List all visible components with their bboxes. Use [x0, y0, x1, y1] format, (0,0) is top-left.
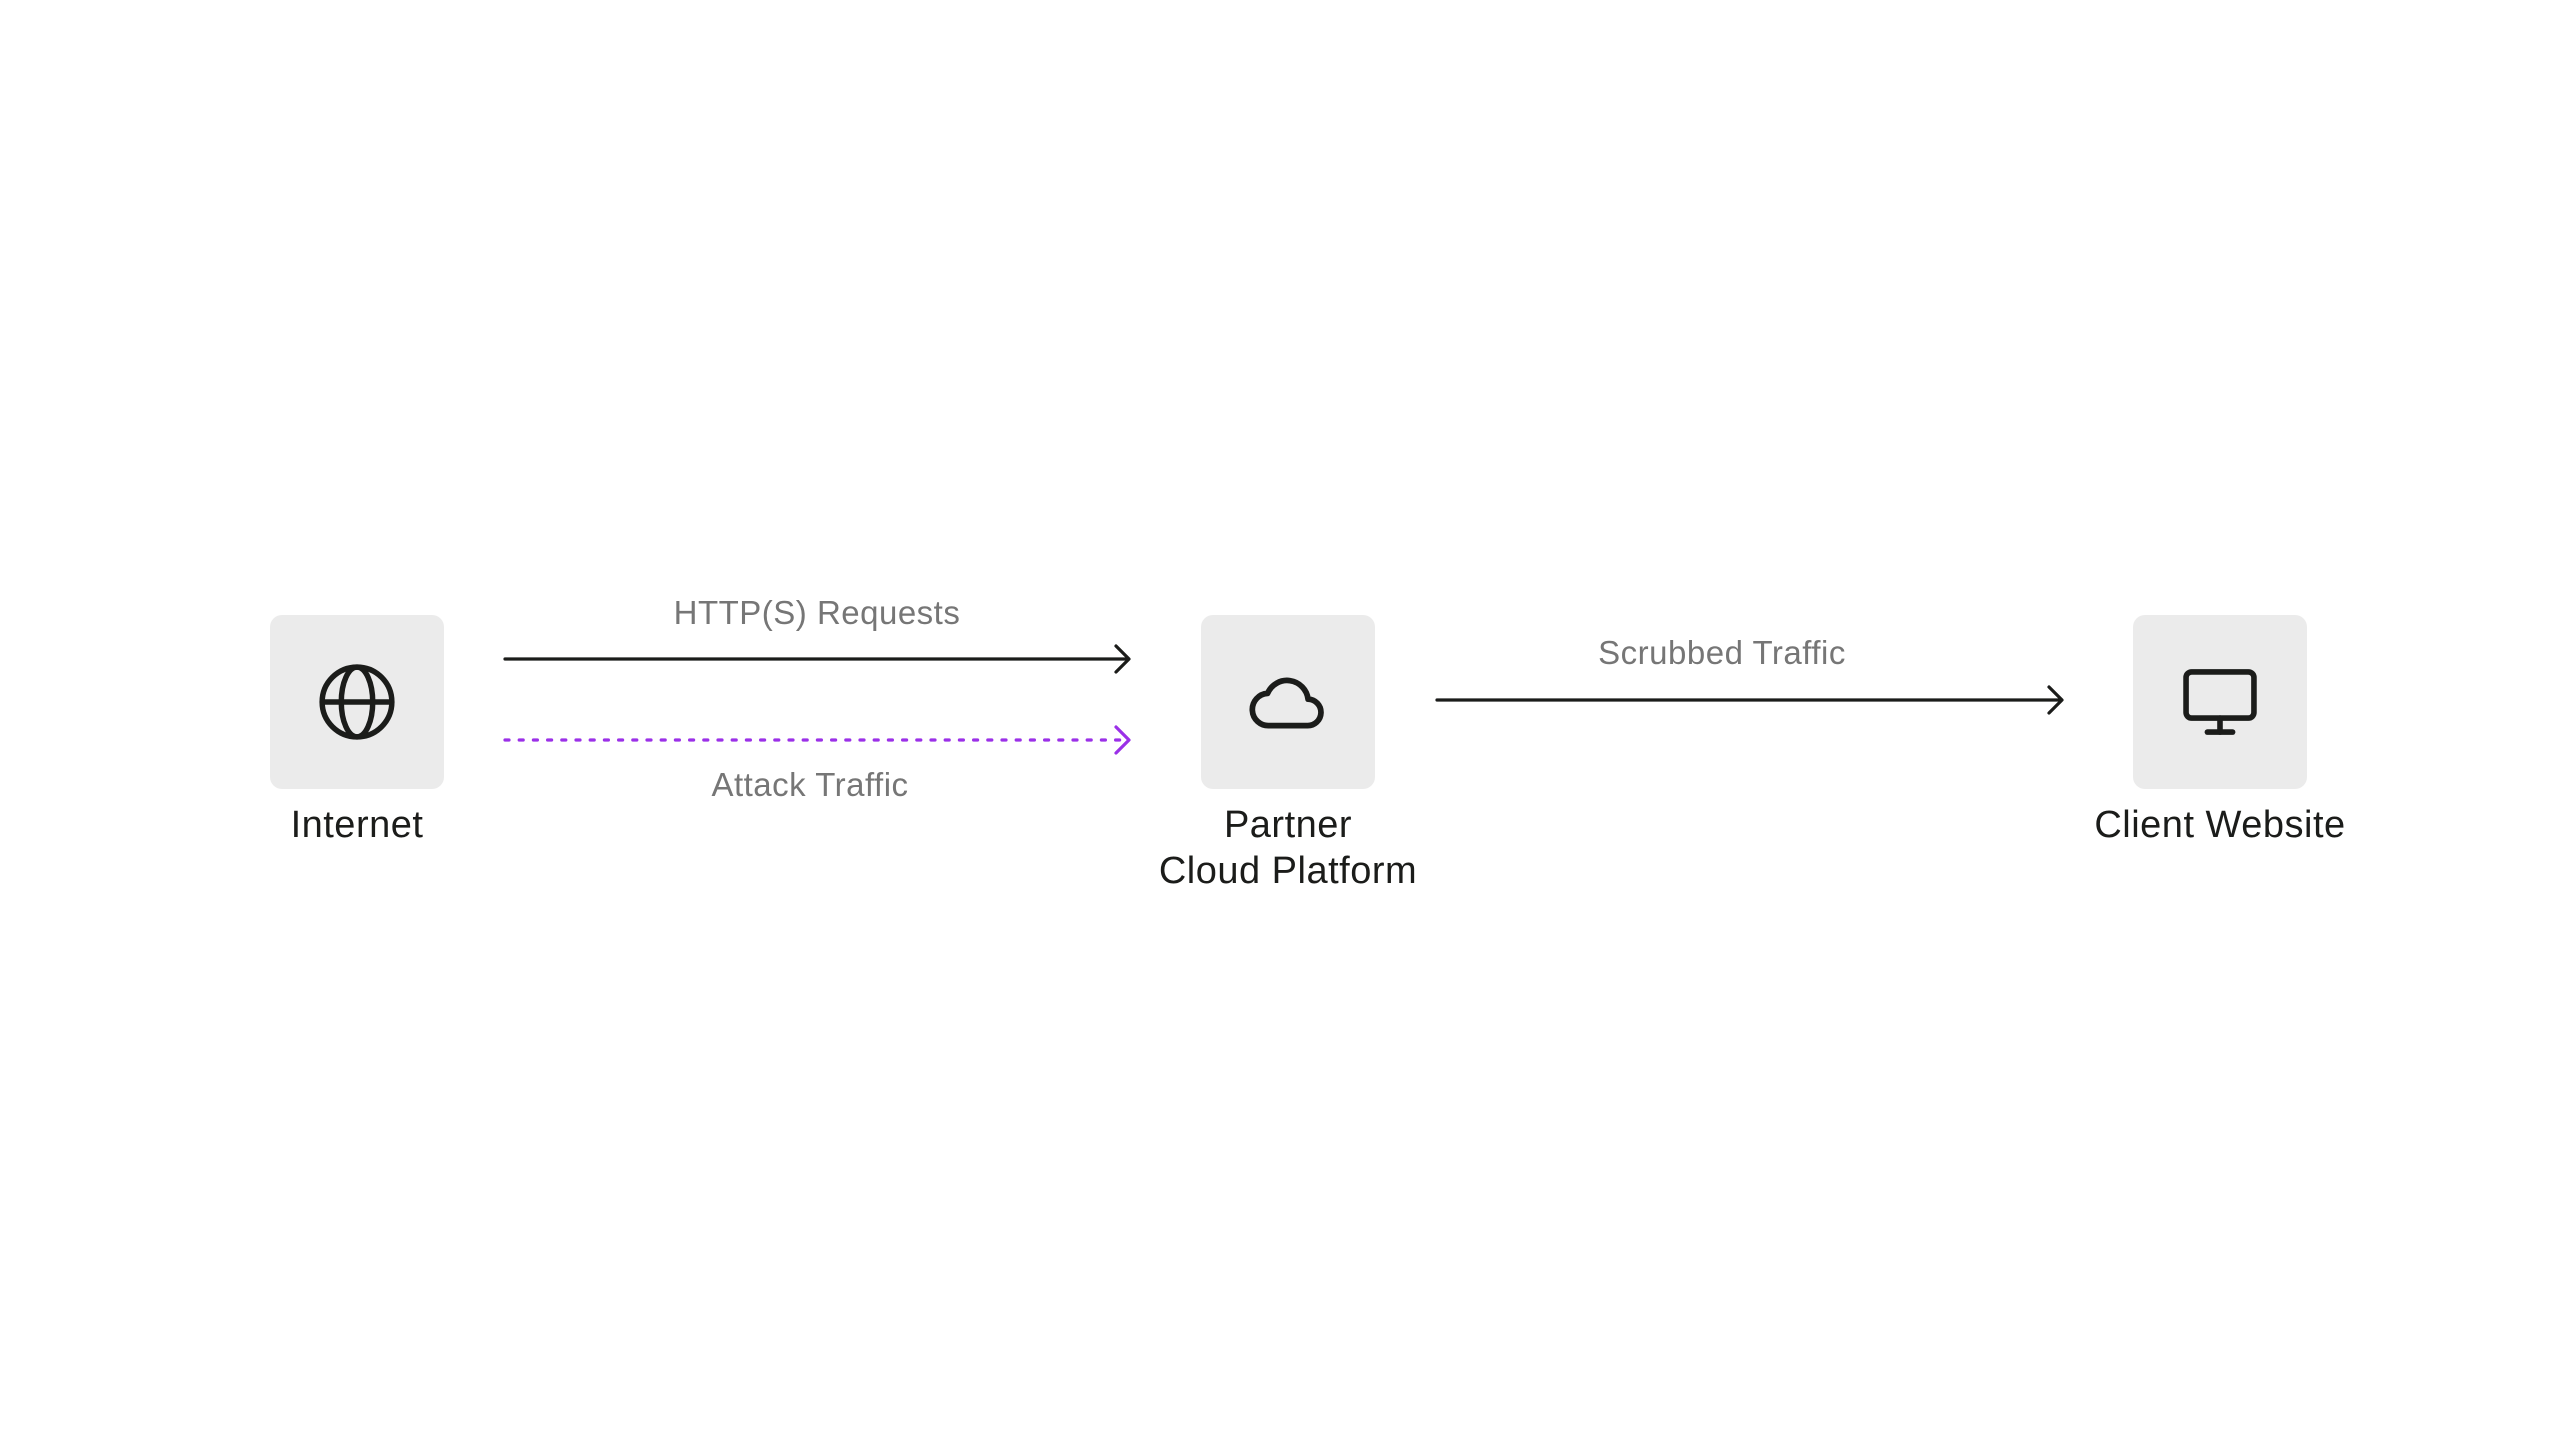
globe-icon: [319, 664, 395, 740]
internet-node: [270, 615, 444, 789]
attack-traffic-arrow: [503, 725, 1131, 755]
internet-label: Internet: [290, 804, 424, 846]
client-website-label: Client Website: [2094, 804, 2346, 846]
monitor-icon: [2183, 669, 2257, 735]
http-requests-arrow: [503, 644, 1131, 674]
partner-cloud-node: [1201, 615, 1375, 789]
scrubbed-traffic-arrow: [1435, 685, 2064, 715]
http-requests-label: HTTP(S) Requests: [673, 594, 961, 631]
attack-traffic-label: Attack Traffic: [711, 766, 909, 803]
partner-cloud-label-line2: Cloud Platform: [1158, 850, 1418, 892]
client-website-node: [2133, 615, 2307, 789]
partner-cloud-label: Partner Cloud Platform: [1088, 802, 1488, 894]
partner-cloud-label-line1: Partner: [1223, 804, 1353, 846]
cloud-icon: [1249, 677, 1324, 729]
scrubbed-traffic-label: Scrubbed Traffic: [1598, 634, 1846, 671]
